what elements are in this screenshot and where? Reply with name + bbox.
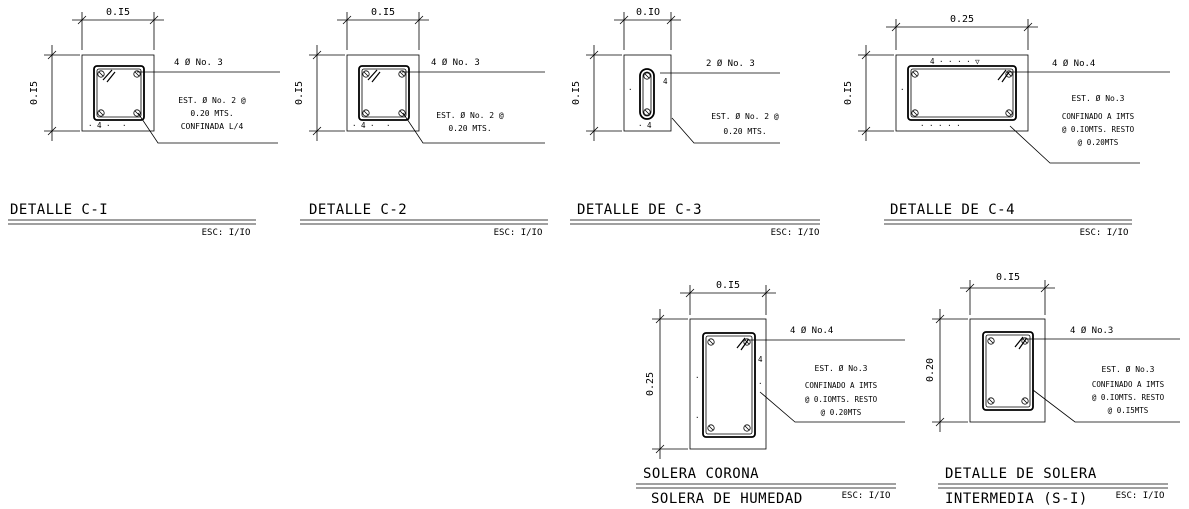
svg-text:4: 4 [663,77,668,86]
height-dimension: 0.20 [925,309,968,432]
stirrup-line-1: EST. Ø No.3 [1072,93,1125,103]
detail-title: DETALLE DE SOLERA [945,466,1097,482]
detail-solera-corona: 0.I5 0.25 · 4 · · 4 Ø No.4 ES [636,280,905,507]
width-label: 0.25 [950,14,974,25]
height-label: 0.I5 [29,81,40,105]
detail-title: DETALLE C-2 [309,202,407,218]
svg-text:· 4 ·: · 4 · [352,121,375,130]
stirrup-line-1: EST. Ø No.3 [815,363,868,373]
height-label: 0.25 [645,372,656,396]
stirrup-line-2: CONFINADO A IMTS [1092,380,1165,389]
stirrup-line-1: EST. Ø No. 2 @ [711,111,779,121]
height-dimension: 0.I5 [843,45,894,141]
width-dimension: 0.I5 [960,272,1055,315]
beam-section [969,318,1046,423]
svg-text:·: · [695,413,700,422]
stirrup-line-2: CONFINADO A IMTS [1062,112,1135,121]
rebar-label: 2 Ø No. 3 [706,58,755,69]
column-section: · 4 · 4 [623,54,672,132]
scale-label: ESC: I/IO [494,228,543,238]
height-dimension: 0.I5 [294,45,345,141]
svg-text:·: · [695,373,700,382]
detail-title: DETALLE C-I [10,202,108,218]
detail-title-line-2: INTERMEDIA (S-I) [945,491,1088,507]
width-label: 0.I5 [106,7,130,18]
height-label: 0.I5 [571,81,582,105]
detail-title: DETALLE DE C-4 [890,202,1015,218]
stirrup-line-4: @ 0.20MTS [821,408,862,417]
width-dimension: 0.IO [614,7,681,50]
svg-text:· 4: · 4 [638,121,652,130]
scale-label: ESC: I/IO [771,228,820,238]
svg-text:4 · · · · ▽: 4 · · · · ▽ [930,57,980,66]
detail-title-line-2: SOLERA DE HUMEDAD [651,491,803,507]
stirrup-line-2: 0.20 MTS. [190,109,233,118]
stirrup-line-1: EST. Ø No. 2 @ [436,110,504,120]
width-label: 0.I5 [996,272,1020,283]
column-section: 4 · · · · ▽ · · · · · · [895,54,1029,132]
stirrup-line-3: @ 0.IOMTS. RESTO [1092,393,1165,402]
detail-solera-intermedia: 0.I5 0.20 4 Ø No.3 EST. Ø No.3 CONFINADO… [925,272,1180,507]
height-label: 0.I5 [294,81,305,105]
width-label: 0.I5 [716,280,740,291]
rebar-label: 4 Ø No.4 [1052,58,1095,69]
detail-c3: 0.IO 0.I5 · 4 · 4 2 Ø No. 3 EST. Ø No. 2… [570,7,820,238]
column-section: · 4 · · [81,54,155,132]
svg-text:·: · [386,121,391,130]
stirrup-line-3: @ 0.IOMTS. RESTO [1062,125,1135,134]
svg-text:·: · [122,121,127,130]
column-section: · 4 · · [346,54,420,132]
height-dimension: 0.I5 [571,45,622,141]
rebar-label: 4 Ø No.4 [790,325,833,336]
detail-c4: 0.25 0.I5 4 · · · · ▽ · · · · · · [843,14,1170,238]
rebar-label: 4 Ø No. 3 [174,57,223,68]
detail-c1: 0.I5 0.I5 · 4 · · 4 Ø No. 3 [8,7,280,238]
beam-section: · 4 · · [689,318,767,450]
width-dimension: 0.25 [886,14,1038,50]
svg-text:·: · [628,85,633,94]
detail-title: DETALLE DE C-3 [577,202,702,218]
stirrup-line-4: @ 0.I5MTS [1108,406,1149,415]
stirrup-line-3: @ 0.IOMTS. RESTO [805,395,878,404]
width-label: 0.IO [636,7,660,18]
stirrup-line-3: CONFINADA L/4 [181,122,244,131]
height-dimension: 0.I5 [29,45,80,141]
rebar-label: 4 Ø No. 3 [431,57,480,68]
svg-text:·: · [758,379,763,388]
svg-text:·: · [900,85,905,94]
stirrup-line-2: 0.20 MTS. [448,124,491,133]
svg-text:4: 4 [758,355,763,364]
width-dimension: 0.I5 [72,7,164,50]
stirrup-line-1: EST. Ø No. 2 @ [178,95,246,105]
svg-text:· · · · ·: · · · · · [920,121,961,130]
stirrup-line-1: EST. Ø No.3 [1102,364,1155,374]
scale-label: ESC: I/IO [842,491,891,501]
width-dimension: 0.I5 [680,280,776,315]
svg-text:· 4 ·: · 4 · [88,121,111,130]
width-dimension: 0.I5 [337,7,429,50]
scale-label: ESC: I/IO [1116,491,1165,501]
stirrup-line-2: 0.20 MTS. [723,127,766,136]
scale-label: ESC: I/IO [202,228,251,238]
height-label: 0.I5 [843,81,854,105]
detail-c2: 0.I5 0.I5 · 4 · · 4 Ø No. 3 EST. Ø No. 2 [294,7,548,238]
rebar-label: 4 Ø No.3 [1070,325,1113,336]
width-label: 0.I5 [371,7,395,18]
height-label: 0.20 [925,358,936,382]
height-dimension: 0.25 [645,309,688,459]
detail-title: SOLERA CORONA [643,466,759,482]
stirrup-line-4: @ 0.20MTS [1078,138,1119,147]
scale-label: ESC: I/IO [1080,228,1129,238]
stirrup-line-2: CONFINADO A IMTS [805,381,878,390]
